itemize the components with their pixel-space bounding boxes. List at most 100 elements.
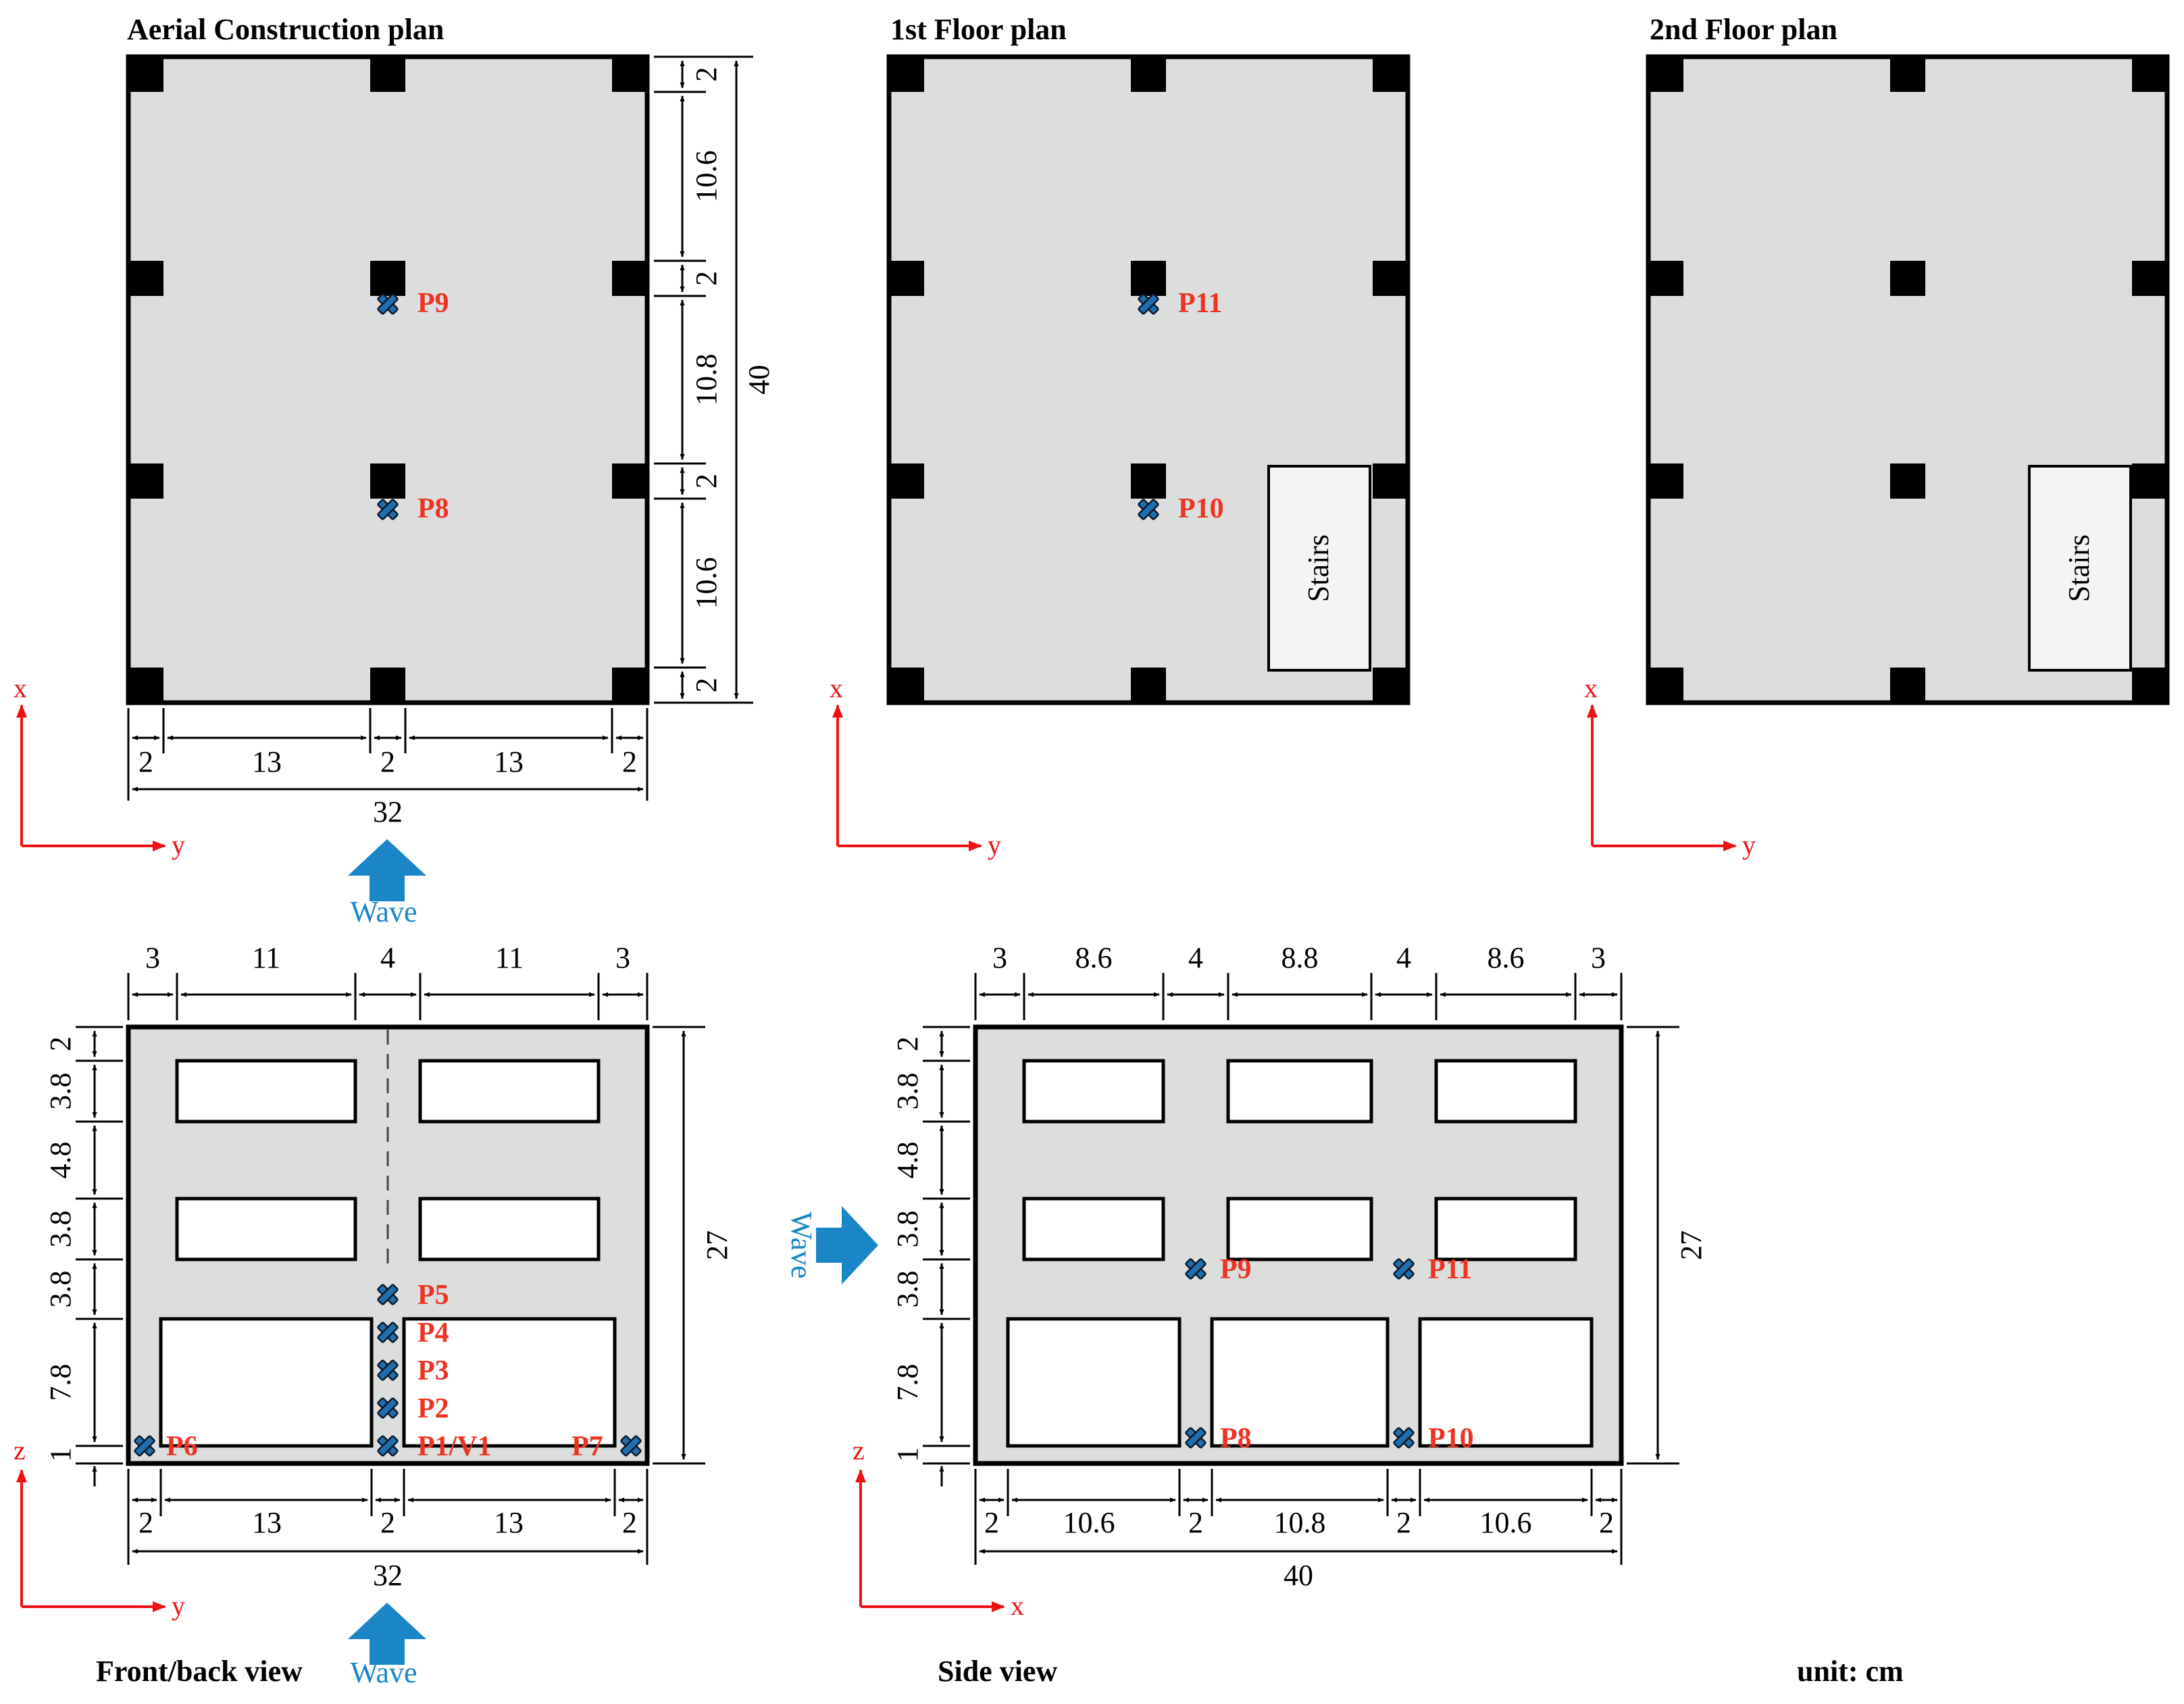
dim-label: 4 <box>1188 941 1203 974</box>
second-floor-plan: Stairs x y <box>1584 54 2170 860</box>
axis-label-x: x <box>1011 1590 1024 1621</box>
door-opening <box>1210 1317 1390 1448</box>
dim-label: 13 <box>494 745 524 778</box>
sensor-label-p4: P4 <box>417 1318 449 1349</box>
front-left-dimensions <box>76 1026 123 1486</box>
sensor-label-p9: P9 <box>1220 1254 1252 1285</box>
dim-label: 3 <box>1591 941 1606 974</box>
column <box>1373 261 1408 296</box>
unit-label: unit: cm <box>1797 1655 1904 1688</box>
wave-label: Wave <box>350 1656 417 1689</box>
dim-label: 2 <box>138 1506 153 1539</box>
sensor-label-p5: P5 <box>417 1280 449 1311</box>
column <box>128 261 163 296</box>
aerial-slab <box>126 54 650 705</box>
sensor-label-p9: P9 <box>417 288 449 319</box>
dim-label: 2 <box>622 745 637 778</box>
column <box>1648 57 1683 92</box>
sensor-label-p10: P10 <box>1178 493 1224 524</box>
dim-label: 1 <box>44 1447 77 1462</box>
wave-arrow-icon <box>816 1206 878 1284</box>
window <box>1022 1197 1165 1261</box>
column <box>1131 261 1166 296</box>
first-floor-plan: Stairs P11 P10 x y <box>830 54 1411 860</box>
side-view: P9 P11 P8 P10 3 8.6 4 8.8 4 <box>785 941 1708 1688</box>
dim-total-label: 32 <box>373 795 403 828</box>
dim-label: 4.8 <box>44 1142 77 1179</box>
dim-total-label: 40 <box>1284 1559 1313 1592</box>
door-opening <box>159 1317 374 1448</box>
dim-label: 10.6 <box>690 151 723 203</box>
dim-label: 10.8 <box>1274 1506 1326 1539</box>
column <box>128 463 163 499</box>
front-openings <box>159 1059 617 1448</box>
axis-label-y: y <box>172 830 185 860</box>
side-view-title: Side view <box>938 1655 1057 1688</box>
dim-label: 13 <box>494 1506 524 1539</box>
dim-label: 4 <box>1396 941 1411 974</box>
dim-label: 10.8 <box>690 354 723 406</box>
wave-label: Wave <box>350 895 417 928</box>
column <box>128 668 163 703</box>
aerial-vertical-dimensions <box>654 55 753 704</box>
dim-label: 7.8 <box>891 1364 924 1401</box>
column <box>1373 668 1408 703</box>
floor2-columns <box>1648 57 2167 703</box>
dim-label: 10.6 <box>1063 1506 1115 1539</box>
front-bottom-dimensions <box>127 1469 649 1565</box>
dim-label: 2 <box>891 1036 924 1051</box>
side-left-dimensions <box>923 1026 970 1486</box>
aerial-plan: P9 P8 2 10.6 2 10.8 2 10.6 2 40 <box>14 54 776 928</box>
dim-label: 3.8 <box>891 1211 924 1248</box>
window <box>418 1197 601 1261</box>
dim-label: 4 <box>380 941 395 974</box>
side-bottom-dimensions <box>974 1469 1623 1565</box>
axis-label-y: y <box>172 1590 185 1621</box>
side-axes <box>855 1469 1005 1612</box>
dim-label: 3 <box>145 941 160 974</box>
dim-label: 3.8 <box>891 1271 924 1308</box>
column <box>1890 57 1925 92</box>
front-axes <box>16 1469 166 1612</box>
column <box>1373 57 1408 92</box>
dim-label: 2 <box>380 745 395 778</box>
side-openings <box>1006 1059 1594 1448</box>
column <box>612 668 647 703</box>
dim-label: 4.8 <box>891 1142 924 1179</box>
column <box>612 261 647 296</box>
aerial-horizontal-dimensions <box>127 708 649 801</box>
column <box>1131 463 1166 499</box>
dim-label: 13 <box>252 1506 282 1539</box>
dim-label: 13 <box>252 745 282 778</box>
dim-label: 2 <box>690 474 723 488</box>
floor1-axes <box>832 704 982 851</box>
dim-total-label: 27 <box>1675 1230 1708 1260</box>
dim-label: 2 <box>984 1506 999 1539</box>
stairs-box <box>2028 465 2132 672</box>
column <box>370 57 405 92</box>
sensor-label-p2: P2 <box>417 1393 449 1424</box>
sensor-label-p8: P8 <box>417 493 449 524</box>
dim-label: 8.6 <box>1075 941 1113 974</box>
column <box>128 57 163 92</box>
column <box>1648 463 1683 499</box>
dim-total-label: 40 <box>742 365 776 395</box>
stairs-label: Stairs <box>1302 534 1335 602</box>
dim-label: 1 <box>891 1447 924 1462</box>
column <box>1648 668 1683 703</box>
window <box>418 1059 601 1124</box>
dim-total-label: 27 <box>701 1230 734 1260</box>
wave-arrow-icon <box>348 839 426 901</box>
front-view: P5 P4 P3 P2 P1/V1 P6 P7 3 11 4 11 <box>14 941 734 1689</box>
door-opening <box>1418 1317 1594 1448</box>
column <box>1890 668 1925 703</box>
sensor-label-p10: P10 <box>1428 1423 1474 1454</box>
column <box>1648 261 1683 296</box>
column <box>889 668 924 703</box>
floor2-axes <box>1587 704 1737 851</box>
column <box>889 261 924 296</box>
dim-label: 2 <box>690 67 723 82</box>
door-opening <box>1006 1317 1182 1448</box>
dim-label: 2 <box>622 1506 637 1539</box>
